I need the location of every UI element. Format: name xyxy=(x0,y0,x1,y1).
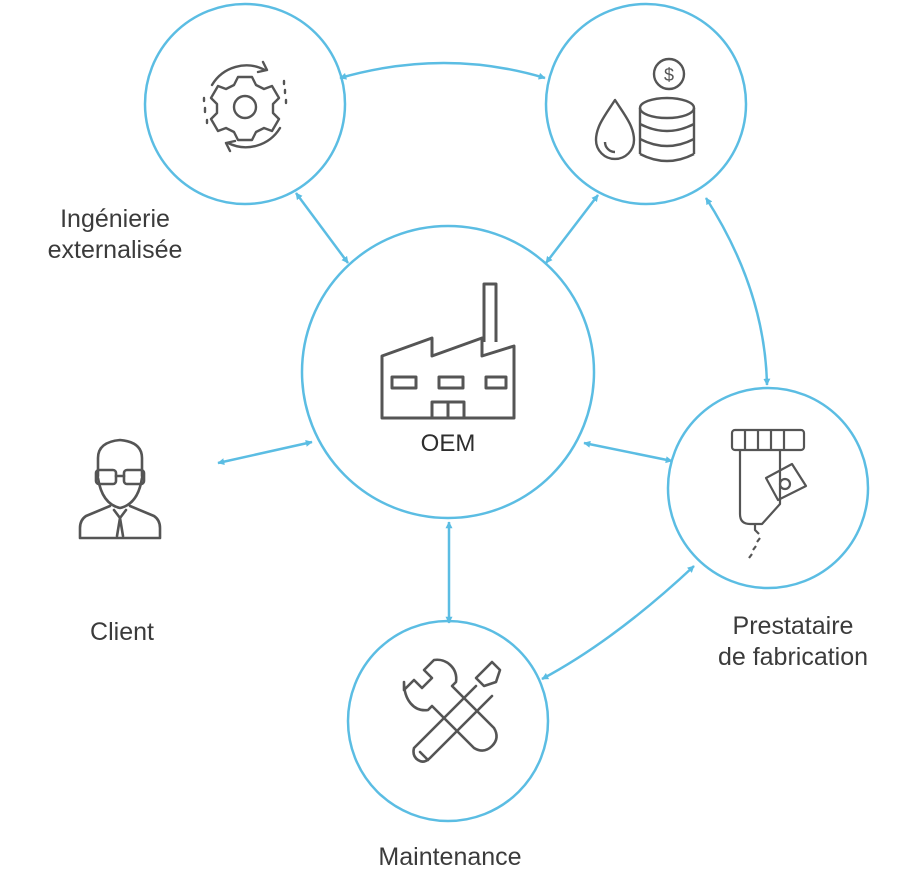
arrow-manufacturing-maintenance xyxy=(541,565,695,681)
arrow-finance-oem xyxy=(545,194,599,264)
engineering-label-line1: Ingénierie xyxy=(60,205,170,233)
arrow-finance-manufacturing xyxy=(704,197,771,386)
person-glasses-icon xyxy=(78,438,162,540)
arrow-client-oem xyxy=(217,439,313,466)
wrench-screwdriver-icon xyxy=(402,658,502,763)
arrow-oem-manufacturing xyxy=(583,440,673,464)
engineering-label: Ingénierie externalisée xyxy=(20,204,210,266)
gear-cycle-icon xyxy=(202,60,288,153)
manufacturing-label: Prestataire de fabrication xyxy=(688,611,898,673)
node-circles xyxy=(143,2,870,823)
arrow-engineering-finance xyxy=(339,61,546,80)
engineering-circle xyxy=(143,2,347,206)
factory-icon xyxy=(380,282,516,420)
finance-circle xyxy=(544,2,748,206)
oil-drop-dollar-coins-icon: $ xyxy=(594,57,696,163)
cnc-drill-machine-icon xyxy=(730,428,808,559)
engineering-label-line2: externalisée xyxy=(47,236,183,264)
manufacturing-circle xyxy=(666,386,870,590)
oem-circle xyxy=(300,224,596,520)
manufacturing-label-line1: Prestataire xyxy=(732,612,854,640)
maintenance-label: Maintenance xyxy=(378,843,522,871)
manufacturing-label-line2: de fabrication xyxy=(717,643,869,671)
oem-label: OEM xyxy=(420,430,476,457)
connection-arrows xyxy=(217,61,771,681)
arrow-engineering-oem xyxy=(294,192,350,264)
client-label: Client xyxy=(90,618,154,646)
svg-text:$: $ xyxy=(664,65,674,85)
